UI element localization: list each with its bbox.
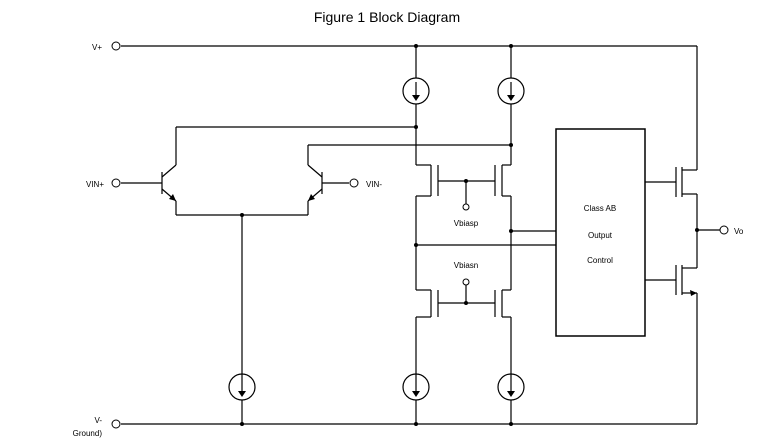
output-nmos xyxy=(645,230,698,296)
vminus-terminal xyxy=(111,419,121,429)
input-transistor-right xyxy=(307,145,349,215)
vin-minus-label: VIN- xyxy=(366,180,382,189)
input-pair-wiring xyxy=(176,125,513,378)
vbiasn-label: Vbiasn xyxy=(454,261,478,270)
vin-minus-terminal xyxy=(349,178,359,188)
figure-title: Figure 1 Block Diagram xyxy=(314,9,460,25)
input-transistor-left xyxy=(121,127,177,215)
vo-terminal xyxy=(719,225,729,235)
vin-plus-terminal xyxy=(111,178,121,188)
vbiasp-label: Vbiasp xyxy=(454,219,479,228)
class-ab-input-wires xyxy=(416,230,556,246)
ground-label: Ground) xyxy=(73,429,103,438)
class-ab-label-3: Control xyxy=(587,256,613,265)
cascode-pmos-pair xyxy=(415,127,512,245)
current-source-top-right xyxy=(497,46,525,145)
vin-plus-label: VIN+ xyxy=(86,180,104,189)
class-ab-label-1: Class AB xyxy=(584,204,616,213)
vplus-terminal xyxy=(111,41,121,51)
junction-dot xyxy=(695,228,699,232)
cascode-nmos-pair xyxy=(414,229,513,378)
current-source-bottom-right xyxy=(497,373,525,424)
output-pmos xyxy=(645,167,698,230)
class-ab-block xyxy=(555,128,646,337)
power-rails xyxy=(111,41,698,429)
vo-label: Vo xyxy=(734,227,744,236)
current-source-tail xyxy=(228,373,256,424)
vminus-label: V- xyxy=(94,416,102,425)
vplus-label: V+ xyxy=(92,43,102,52)
current-source-bottom-left xyxy=(402,373,430,424)
class-ab-label-2: Output xyxy=(588,231,613,240)
current-source-top-left xyxy=(402,46,430,127)
